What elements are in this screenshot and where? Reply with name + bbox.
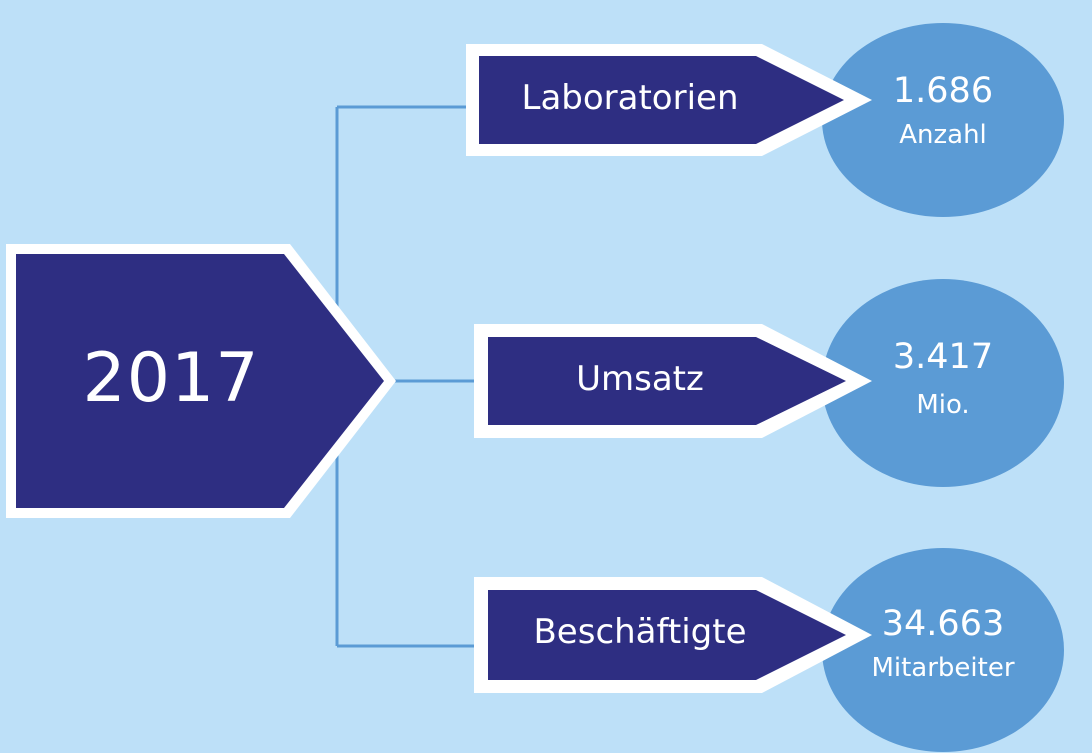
value-circle-2: [822, 279, 1064, 487]
value-label-3: 34.663: [881, 604, 1005, 644]
root-node-fill: [16, 254, 384, 508]
category-arrow-1: [479, 56, 844, 144]
value-circle-3: [822, 548, 1064, 752]
value-label-2: 3.417: [892, 337, 994, 377]
unit-label-3: Mitarbeiter: [871, 653, 1015, 683]
category-label-3: Beschäftigte: [533, 612, 747, 652]
unit-label-2: Mio.: [916, 390, 970, 420]
value-circle-1: [822, 23, 1064, 217]
value-label-1: 1.686: [892, 71, 994, 111]
category-arrow-3: [488, 590, 846, 680]
category-arrow-2: [488, 337, 846, 425]
root-node-label: 2017: [82, 339, 260, 418]
unit-label-1: Anzahl: [899, 120, 987, 150]
category-label-1: Laboratorien: [521, 78, 739, 118]
category-label-2: Umsatz: [576, 359, 704, 399]
